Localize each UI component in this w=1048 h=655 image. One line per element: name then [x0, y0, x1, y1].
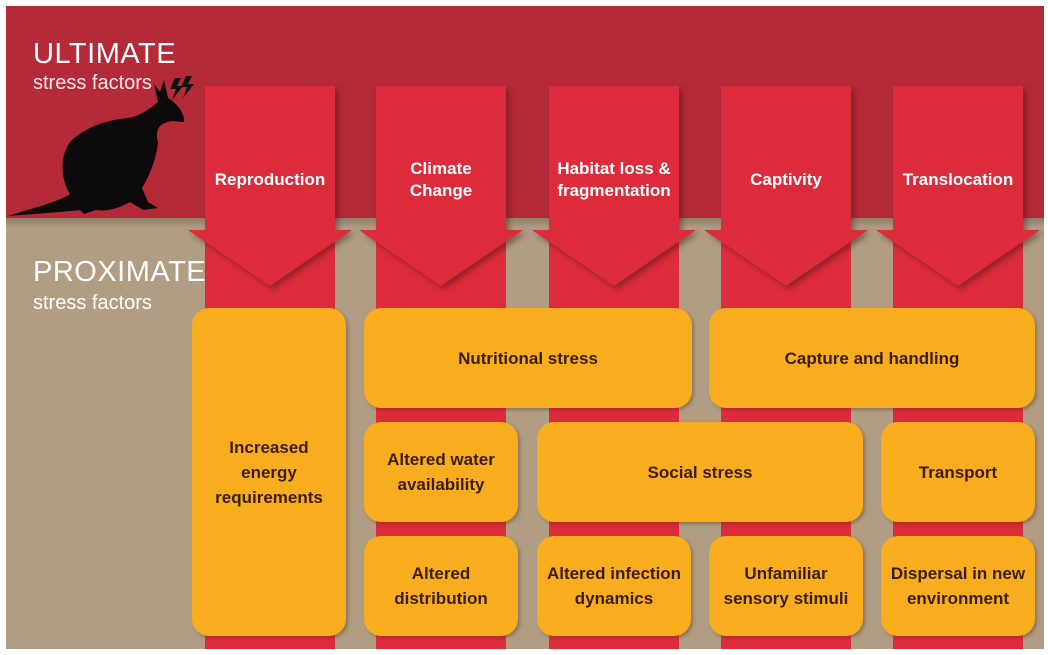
ultimate-arrow-climate-change: Climate Change: [359, 86, 523, 286]
ultimate-arrow-reproduction: Reproduction: [188, 86, 352, 286]
box-unfamiliar-sensory-stimuli: Unfamiliar sensory stimuli: [709, 536, 863, 636]
ultimate-arrow-translocation: Translocation: [876, 86, 1040, 286]
kangaroo-silhouette-icon: [8, 76, 194, 216]
ultimate-title: ULTIMATE: [33, 38, 177, 70]
box-dispersal-in-new-environment: Dispersal in new environment: [881, 536, 1035, 636]
lightning-icon: [170, 76, 194, 100]
band-divider-shadow: [6, 218, 1044, 228]
proximate-title: PROXIMATE: [33, 256, 207, 288]
box-social-stress: Social stress: [537, 422, 863, 522]
arrow-label: Reproduction: [214, 170, 326, 189]
ultimate-arrow-captivity: Captivity: [704, 86, 868, 286]
box-nutritional-stress: Nutritional stress: [364, 308, 692, 408]
arrow-label: Climate Change: [409, 159, 473, 200]
box-altered-distribution: Altered distribution: [364, 536, 518, 636]
proximate-subtitle: stress factors: [33, 292, 152, 314]
box-altered-water-availability: Altered water availability: [364, 422, 518, 522]
proximate-band: [6, 218, 1044, 649]
arrow-label: Translocation: [902, 170, 1014, 189]
box-altered-infection-dynamics: Altered infection dynamics: [537, 536, 691, 636]
ultimate-arrow-habitat-loss: Habitat loss & fragmentation: [532, 86, 696, 286]
ultimate-subtitle: stress factors: [33, 72, 152, 94]
box-transport: Transport: [881, 422, 1035, 522]
arrow-label: Habitat loss & fragmentation: [557, 159, 671, 200]
box-capture-and-handling: Capture and handling: [709, 308, 1035, 408]
arrow-label: Captivity: [750, 170, 822, 189]
box-increased-energy-requirements: Increased energy requirements: [192, 308, 346, 636]
